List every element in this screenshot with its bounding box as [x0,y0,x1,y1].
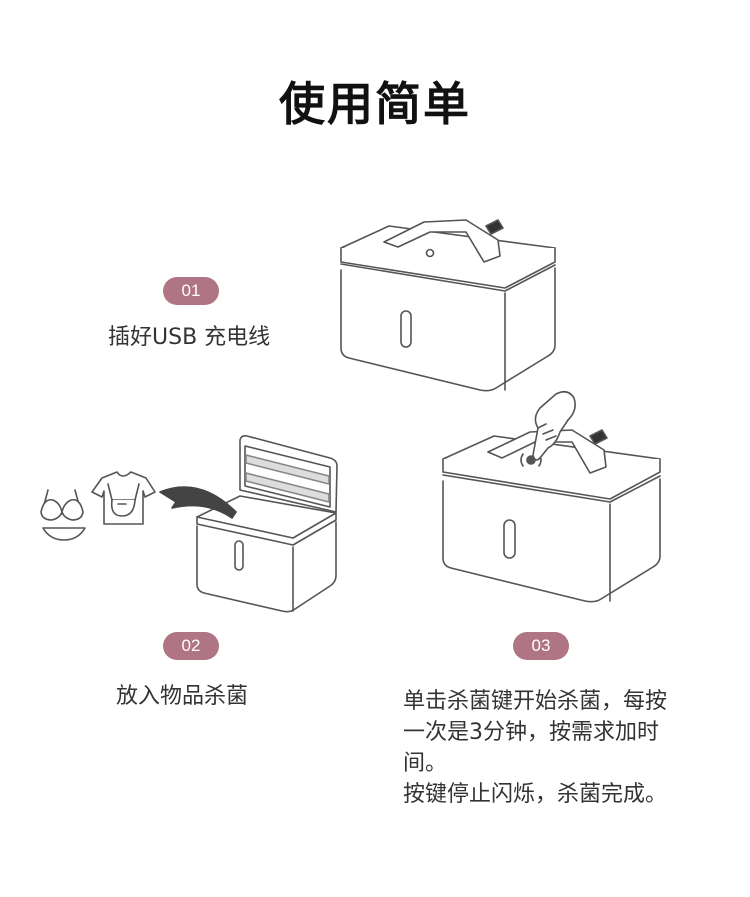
sterilizer-box-icon [340,219,556,392]
step-text-02: 放入物品杀菌 [116,684,249,709]
shirt-icon [91,471,156,525]
step-badge-02: 02 [163,632,219,660]
step-badge-03: 03 [513,632,569,660]
step-badge-01: 01 [163,277,219,305]
arrow-icon [159,486,237,519]
sterilizer-box-icon [442,429,661,603]
step-text-01: 插好USB 充电线 [108,325,271,350]
page-title: 使用简单 [279,77,471,131]
hand-pointer-icon [532,390,576,461]
bra-icon [40,489,86,541]
usb-icon [589,429,608,445]
step-text-03: 单击杀菌键开始杀菌，每按 一次是3分钟，按需求加时 间。 按键停止闪烁，杀菌完成… [403,689,668,807]
open-box-icon [196,435,338,613]
usb-icon [485,219,504,235]
